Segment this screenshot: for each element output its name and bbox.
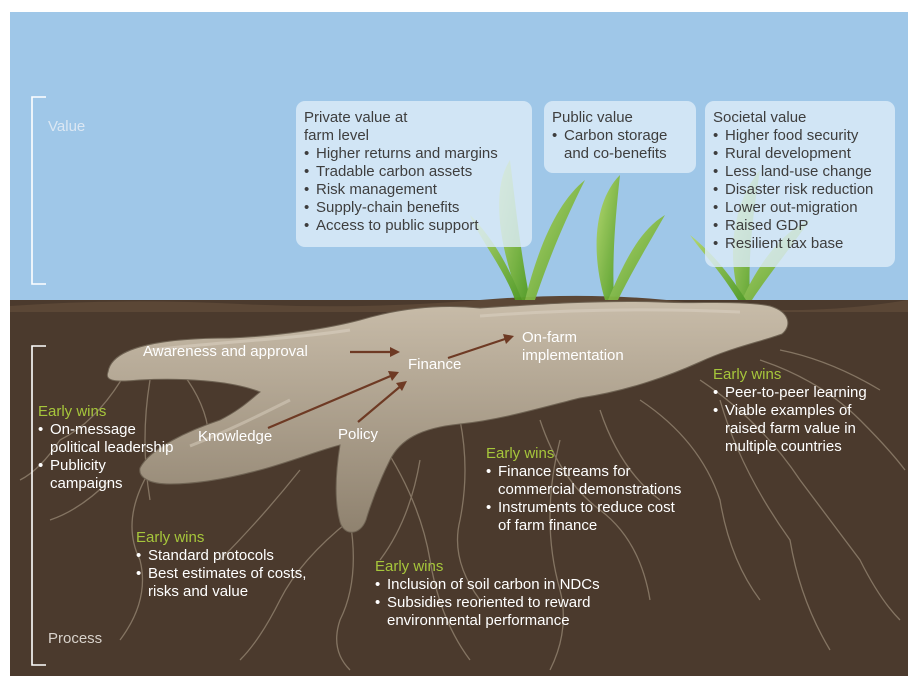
- early-win-item: Best estimates of costs,risks and value: [136, 565, 306, 601]
- early-wins-policy: Early wins Inclusion of soil carbon in N…: [375, 558, 600, 630]
- private-value-item: Supply-chain benefits: [304, 199, 498, 217]
- early-win-item: Finance streams forcommercial demonstrat…: [486, 463, 681, 499]
- societal-value-item: Less land-use change: [713, 163, 873, 181]
- early-wins-heading: Early wins: [486, 445, 681, 463]
- value-label: Value: [48, 118, 85, 135]
- societal-value-item: Lower out-migration: [713, 199, 873, 217]
- early-wins-knowledge: Early wins Standard protocols Best estim…: [136, 529, 306, 601]
- public-value-item: Carbon storage: [552, 127, 667, 145]
- knowledge-stage-label: Knowledge: [198, 428, 272, 446]
- onfarm-stage-label-line-1: On-farm: [522, 329, 624, 347]
- early-win-item: Standard protocols: [136, 547, 306, 565]
- process-label: Process: [48, 630, 102, 647]
- early-win-item: Peer-to-peer learning: [713, 384, 867, 402]
- private-value-box: Private value at farm level Higher retur…: [296, 101, 532, 247]
- early-wins-awareness: Early wins On-messagepolitical leadershi…: [38, 403, 173, 493]
- early-wins-heading: Early wins: [136, 529, 306, 547]
- societal-value-item: Rural development: [713, 145, 873, 163]
- early-win-item: On-messagepolitical leadership: [38, 421, 173, 457]
- private-value-item: Higher returns and margins: [304, 145, 498, 163]
- awareness-stage-label: Awareness and approval: [143, 343, 308, 361]
- societal-value-box: Societal value Higher food security Rura…: [705, 101, 895, 267]
- private-value-title-line-2: farm level: [304, 127, 498, 145]
- early-wins-heading: Early wins: [38, 403, 173, 421]
- societal-value-item: Disaster risk reduction: [713, 181, 873, 199]
- onfarm-stage-label: On-farm implementation: [522, 329, 624, 365]
- private-value-title-line-1: Private value at: [304, 109, 498, 127]
- societal-value-item: Raised GDP: [713, 217, 873, 235]
- early-wins-heading: Early wins: [375, 558, 600, 576]
- private-value-item: Risk management: [304, 181, 498, 199]
- societal-value-item: Resilient tax base: [713, 235, 873, 253]
- societal-value-item: Higher food security: [713, 127, 873, 145]
- public-value-title: Public value: [552, 109, 667, 127]
- public-value-item-continued: and co-benefits: [552, 145, 667, 163]
- early-win-item: Subsidies reoriented to rewardenvironmen…: [375, 594, 600, 630]
- early-win-item: Publicitycampaigns: [38, 457, 173, 493]
- onfarm-stage-label-line-2: implementation: [522, 347, 624, 365]
- early-wins-heading: Early wins: [713, 366, 867, 384]
- early-win-item: Instruments to reduce costof farm financ…: [486, 499, 681, 535]
- early-wins-onfarm: Early wins Peer-to-peer learning Viable …: [713, 366, 867, 456]
- private-value-item: Tradable carbon assets: [304, 163, 498, 181]
- early-wins-finance: Early wins Finance streams forcommercial…: [486, 445, 681, 535]
- societal-value-title: Societal value: [713, 109, 873, 127]
- early-win-item: Inclusion of soil carbon in NDCs: [375, 576, 600, 594]
- policy-stage-label: Policy: [338, 426, 378, 444]
- early-win-item: Viable examples ofraised farm value inmu…: [713, 402, 867, 456]
- finance-stage-label: Finance: [408, 356, 461, 374]
- public-value-box: Public value Carbon storage and co-benef…: [544, 101, 696, 173]
- private-value-item: Access to public support: [304, 217, 498, 235]
